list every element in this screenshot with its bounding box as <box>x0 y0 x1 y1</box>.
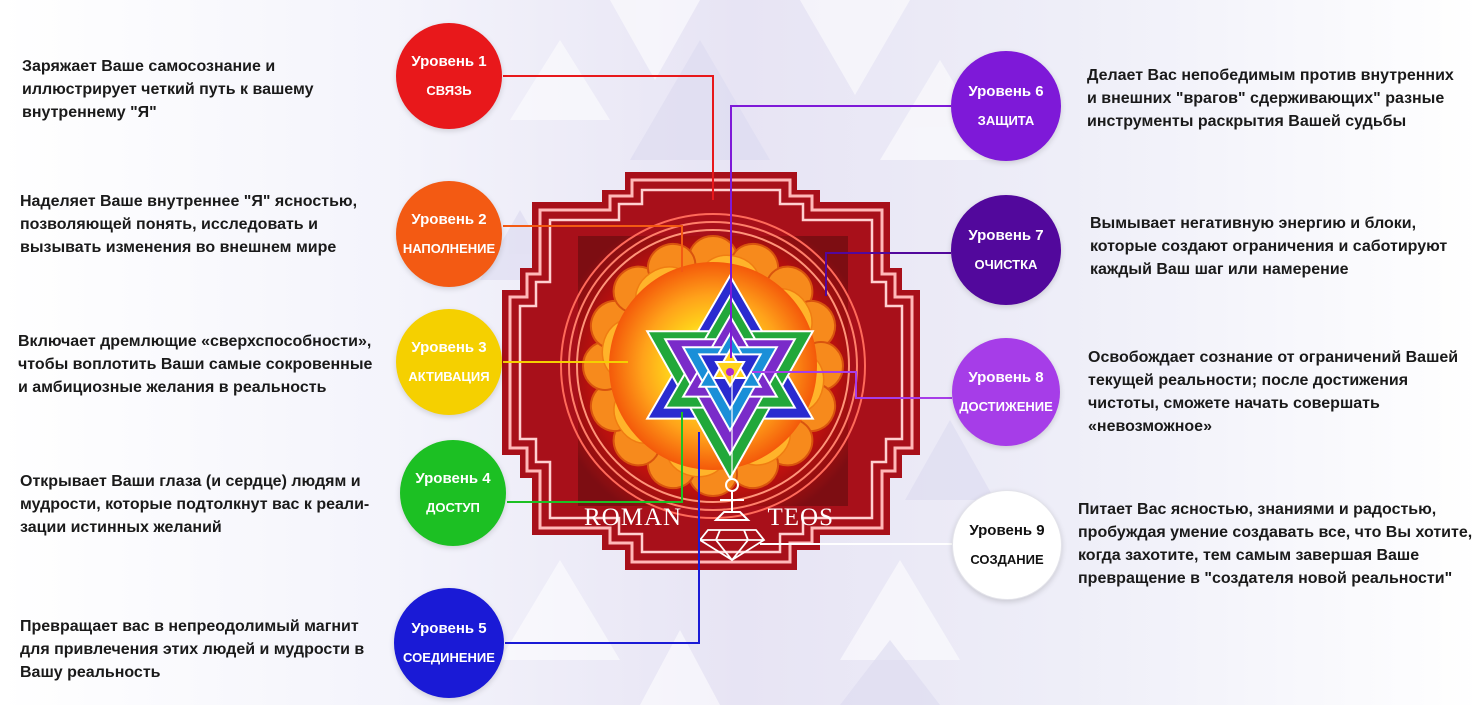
connector-line-2 <box>503 225 683 272</box>
description-line: Заряжает Ваше самосознание и <box>22 58 276 75</box>
description-line: мудрости, которые подтолкнут вас к реали… <box>20 496 370 513</box>
level-title: Уровень 5 <box>411 620 487 637</box>
meditation-figure-icon <box>713 478 751 521</box>
level-title: Уровень 4 <box>415 470 491 487</box>
brand-right: TEOS <box>767 504 834 531</box>
connector-line-7 <box>825 252 951 296</box>
description-line: «невозможное» <box>1088 418 1212 435</box>
connector-line-1 <box>503 75 714 200</box>
description-line: когда захотите, тем самым завершая Ваше <box>1078 547 1420 564</box>
level-4-description: Открывает Ваши глаза (и сердце) людям и м… <box>20 470 369 539</box>
level-name: ЗАЩИТА <box>977 113 1035 128</box>
level-1-description: Заряжает Ваше самосознание и иллюстрирует… <box>22 55 314 124</box>
level-name: НАПОЛНЕНИЕ <box>402 241 496 256</box>
level-title: Уровень 1 <box>411 53 487 70</box>
description-line: которые создают ограничения и саботируют <box>1090 238 1448 255</box>
level-9-description: Питает Вас ясностью, знаниями и радостью… <box>1078 498 1472 590</box>
description-line: иллюстрирует четкий путь к вашему <box>22 81 314 98</box>
description-line: Вымывает негативную энергию и блоки, <box>1090 215 1417 232</box>
description-line: пробуждая умение создавать все, что Вы х… <box>1078 524 1473 541</box>
level-9-circle[interactable]: Уровень 9 СОЗДАНИЕ <box>952 490 1062 600</box>
connector-line-6 <box>730 105 951 358</box>
level-title: Уровень 3 <box>411 339 487 356</box>
description-line: для привлечения этих людей и мудрости в <box>20 641 365 658</box>
level-7-description: Вымывает негативную энергию и блоки, кото… <box>1090 212 1447 281</box>
level-1-circle[interactable]: Уровень 1 СВЯЗЬ <box>396 23 502 129</box>
description-line: Превращает вас в непреодолимый магнит <box>20 618 359 635</box>
description-line: Освобождает сознание от ограничений Ваше… <box>1088 349 1459 366</box>
description-line: внутреннему "Я" <box>22 104 157 121</box>
description-line: вызывать изменения во внешнем мире <box>20 239 337 256</box>
level-3-circle[interactable]: Уровень 3 АКТИВАЦИЯ <box>396 309 502 415</box>
description-line: зации истинных желаний <box>20 519 222 536</box>
connector-line-8 <box>752 371 952 399</box>
description-line: инструменты раскрытия Вашей судьбы <box>1087 113 1407 130</box>
diamond-icon <box>698 529 766 562</box>
level-8-circle[interactable]: Уровень 8 ДОСТИЖЕНИЕ <box>952 338 1060 446</box>
description-line: и внешних "врагов" сдерживающих" разные <box>1087 90 1445 107</box>
level-name: СВЯЗЬ <box>426 83 472 98</box>
description-line: Включает дремлющие «сверхспособности», <box>18 333 372 350</box>
level-name: АКТИВАЦИЯ <box>408 369 490 384</box>
description-line: текущей реальности; после достижения <box>1088 372 1409 389</box>
description-line: Наделяет Ваше внутреннее "Я" ясностью, <box>20 193 358 210</box>
description-line: Питает Вас ясностью, знаниями и радостью… <box>1078 501 1437 518</box>
description-line: чтобы воплотить Ваши самые сокровенные <box>18 356 373 373</box>
brand-logo: ROMAN TEOS <box>584 504 834 532</box>
connector-line-5 <box>505 432 700 644</box>
level-2-description: Наделяет Ваше внутреннее "Я" ясностью, по… <box>20 190 357 259</box>
bindu <box>726 368 734 376</box>
level-4-circle[interactable]: Уровень 4 ДОСТУП <box>400 440 506 546</box>
level-name: СОЗДАНИЕ <box>970 552 1044 567</box>
description-line: чистоты, сможете начать совершать <box>1088 395 1380 412</box>
level-name: СОЕДИНЕНИЕ <box>403 650 495 665</box>
level-title: Уровень 2 <box>411 211 487 228</box>
level-title: Уровень 6 <box>968 83 1044 100</box>
description-line: и амбициозные желания в реальность <box>18 379 327 396</box>
description-line: позволяющей понять, исследовать и <box>20 216 318 233</box>
level-name: ОЧИСТКА <box>974 257 1038 272</box>
level-6-circle[interactable]: Уровень 6 ЗАЩИТА <box>951 51 1061 161</box>
level-name: ДОСТИЖЕНИЕ <box>959 399 1053 414</box>
level-5-description: Превращает вас в непреодолимый магнит для… <box>20 615 364 684</box>
level-3-description: Включает дремлющие «сверхспособности», чт… <box>18 330 372 399</box>
level-7-circle[interactable]: Уровень 7 ОЧИСТКА <box>951 195 1061 305</box>
level-title: Уровень 9 <box>969 522 1045 539</box>
level-name: ДОСТУП <box>426 500 480 515</box>
level-title: Уровень 7 <box>968 227 1044 244</box>
level-2-circle[interactable]: Уровень 2 НАПОЛНЕНИЕ <box>396 181 502 287</box>
description-line: Открывает Ваши глаза (и сердце) людям и <box>20 473 361 490</box>
level-title: Уровень 8 <box>968 369 1044 386</box>
level-5-circle[interactable]: Уровень 5 СОЕДИНЕНИЕ <box>394 588 504 698</box>
description-line: превращение в "создателя новой реальност… <box>1078 570 1453 587</box>
level-8-description: Освобождает сознание от ограничений Ваше… <box>1088 346 1458 438</box>
brand-left: ROMAN <box>584 504 683 531</box>
description-line: Делает Вас непобедимым против внутренних <box>1087 67 1454 84</box>
level-6-description: Делает Вас непобедимым против внутренних… <box>1087 64 1454 133</box>
description-line: Вашу реальность <box>20 664 161 681</box>
description-line: каждый Ваш шаг или намерение <box>1090 261 1349 278</box>
connector-line-4 <box>507 412 683 503</box>
